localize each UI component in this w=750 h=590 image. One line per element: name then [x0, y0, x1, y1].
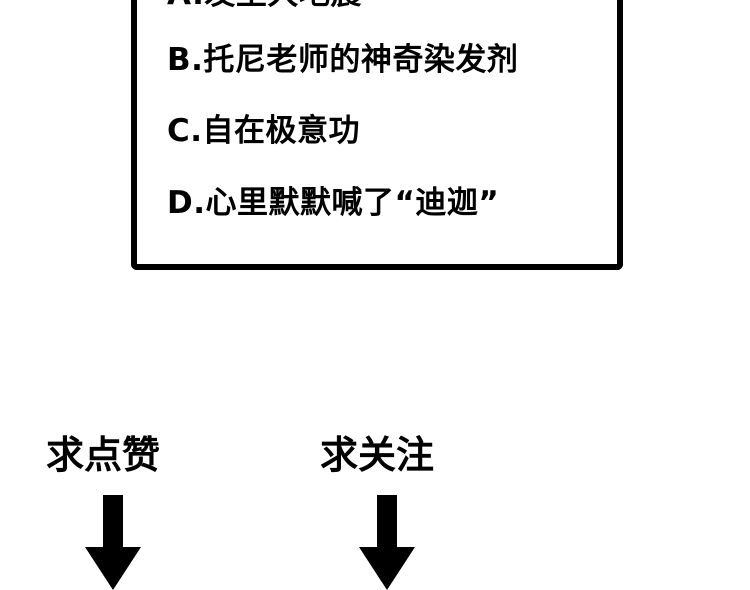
quiz-option-a: A.发生大地震	[167, 0, 362, 14]
quiz-option-d: D.心里默默喊了“迪迦”	[167, 185, 500, 221]
quiz-option-b: B.托尼老师的神奇染发剂	[167, 42, 519, 78]
arrow-down-icon	[359, 495, 415, 590]
quiz-options-box: A.发生大地震 B.托尼老师的神奇染发剂 C.自在极意功 D.心里默默喊了“迪迦…	[131, 0, 623, 270]
quiz-option-c: C.自在极意功	[167, 113, 361, 149]
like-request-text: 求点赞	[46, 433, 161, 477]
arrow-down-icon	[85, 495, 141, 590]
follow-request-text: 求关注	[320, 433, 435, 477]
